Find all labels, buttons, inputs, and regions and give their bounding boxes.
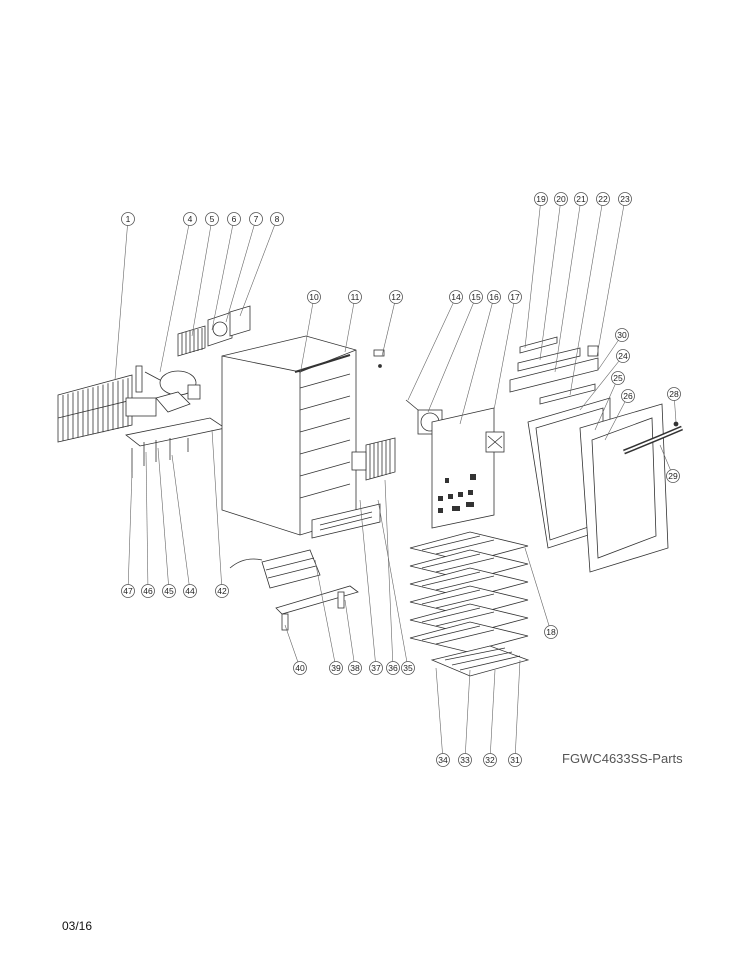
svg-text:36: 36 [388, 663, 398, 673]
control-panel-part [509, 336, 599, 405]
callout-31: 31 [508, 753, 522, 767]
svg-text:18: 18 [546, 627, 556, 637]
evaporator-coil-part [351, 437, 396, 481]
callout-39: 39 [329, 661, 343, 675]
door-frame-part [579, 403, 669, 573]
callout-32: 32 [483, 753, 497, 767]
callout-25: 25 [611, 371, 625, 385]
back-grille-part [57, 374, 133, 443]
svg-text:47: 47 [123, 586, 133, 596]
svg-text:32: 32 [485, 755, 495, 765]
callout-29: 29 [666, 469, 680, 483]
callout-35: 35 [401, 661, 415, 675]
callout-14: 14 [449, 290, 463, 304]
svg-text:37: 37 [371, 663, 381, 673]
callout-8: 8 [270, 212, 284, 226]
svg-text:21: 21 [576, 194, 586, 204]
callout-12: 12 [389, 290, 403, 304]
svg-text:15: 15 [471, 292, 481, 302]
callout-26: 26 [621, 389, 635, 403]
svg-text:34: 34 [438, 755, 448, 765]
kick-grille-part [311, 503, 381, 539]
svg-text:38: 38 [350, 663, 360, 673]
svg-text:26: 26 [623, 391, 633, 401]
model-parts-label: FGWC4633SS-Parts [562, 751, 683, 766]
svg-text:40: 40 [295, 663, 305, 673]
svg-text:39: 39 [331, 663, 341, 673]
callout-28: 28 [667, 387, 681, 401]
callout-15: 15 [469, 290, 483, 304]
callout-47: 47 [121, 584, 135, 598]
callout-1: 1 [121, 212, 135, 226]
svg-text:22: 22 [598, 194, 608, 204]
base-assembly-part [229, 549, 359, 631]
callout-20: 20 [554, 192, 568, 206]
callout-38: 38 [348, 661, 362, 675]
callout-10: 10 [307, 290, 321, 304]
svg-text:8: 8 [275, 214, 280, 224]
svg-text:24: 24 [618, 351, 628, 361]
svg-text:29: 29 [668, 471, 678, 481]
callout-16: 16 [487, 290, 501, 304]
callout-17: 17 [508, 290, 522, 304]
svg-text:14: 14 [451, 292, 461, 302]
svg-text:46: 46 [143, 586, 153, 596]
svg-text:4: 4 [188, 214, 193, 224]
callout-46: 46 [141, 584, 155, 598]
callout-11: 11 [348, 290, 362, 304]
svg-text:20: 20 [556, 194, 566, 204]
callout-34: 34 [436, 753, 450, 767]
svg-text:10: 10 [309, 292, 319, 302]
callout-21: 21 [574, 192, 588, 206]
callout-23: 23 [618, 192, 632, 206]
compressor-assembly-part [125, 365, 227, 478]
svg-text:12: 12 [391, 292, 401, 302]
callout-18: 18 [544, 625, 558, 639]
svg-text:45: 45 [164, 586, 174, 596]
svg-text:5: 5 [210, 214, 215, 224]
svg-text:11: 11 [351, 292, 360, 302]
revision-date: 03/16 [62, 919, 93, 933]
svg-text:42: 42 [217, 586, 227, 596]
svg-text:35: 35 [403, 663, 413, 673]
back-panel-part [431, 407, 505, 529]
callout-7: 7 [249, 212, 263, 226]
bottom-shelf-part [430, 645, 530, 677]
svg-text:17: 17 [510, 292, 520, 302]
svg-text:1: 1 [126, 214, 131, 224]
callout-33: 33 [458, 753, 472, 767]
condenser-coil-part [177, 325, 206, 357]
svg-text:7: 7 [254, 214, 259, 224]
top-hinge-part [373, 349, 385, 368]
svg-text:19: 19 [536, 194, 546, 204]
svg-text:31: 31 [510, 755, 520, 765]
callout-30: 30 [615, 328, 629, 342]
callout-19: 19 [534, 192, 548, 206]
callout-42: 42 [215, 584, 229, 598]
svg-text:25: 25 [613, 373, 623, 383]
svg-text:6: 6 [232, 214, 237, 224]
svg-text:44: 44 [185, 586, 195, 596]
wine-shelves-part [409, 531, 529, 653]
callout-45: 45 [162, 584, 176, 598]
callout-36: 36 [386, 661, 400, 675]
cabinet-part [221, 335, 357, 536]
callout-24: 24 [616, 349, 630, 363]
svg-text:33: 33 [460, 755, 470, 765]
callout-37: 37 [369, 661, 383, 675]
callout-44: 44 [183, 584, 197, 598]
svg-text:28: 28 [669, 389, 679, 399]
callout-40: 40 [293, 661, 307, 675]
callout-4: 4 [183, 212, 197, 226]
callout-6: 6 [227, 212, 241, 226]
door-handle-part [623, 421, 683, 455]
svg-text:23: 23 [620, 194, 630, 204]
svg-text:16: 16 [489, 292, 499, 302]
svg-text:30: 30 [617, 330, 627, 340]
callout-22: 22 [596, 192, 610, 206]
callout-5: 5 [205, 212, 219, 226]
